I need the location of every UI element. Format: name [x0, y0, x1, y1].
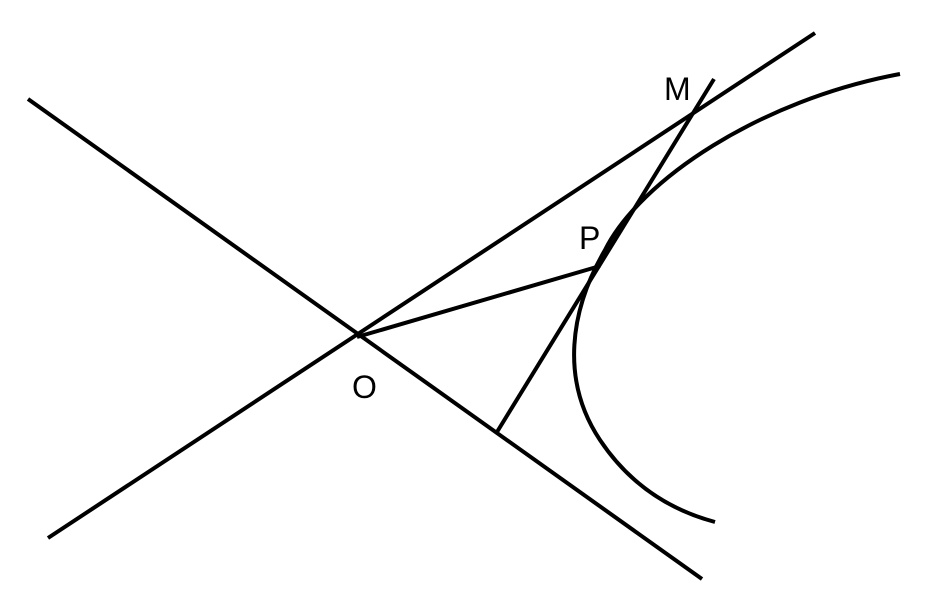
segment-op [356, 264, 601, 339]
tangent-line [495, 77, 716, 434]
asymptote-falling [26, 97, 704, 581]
label-point-m: M [664, 71, 691, 107]
label-origin-o: O [352, 369, 377, 405]
label-point-p: P [579, 220, 600, 256]
asymptote-rising [46, 31, 817, 540]
hyperbola-branch [572, 72, 901, 524]
